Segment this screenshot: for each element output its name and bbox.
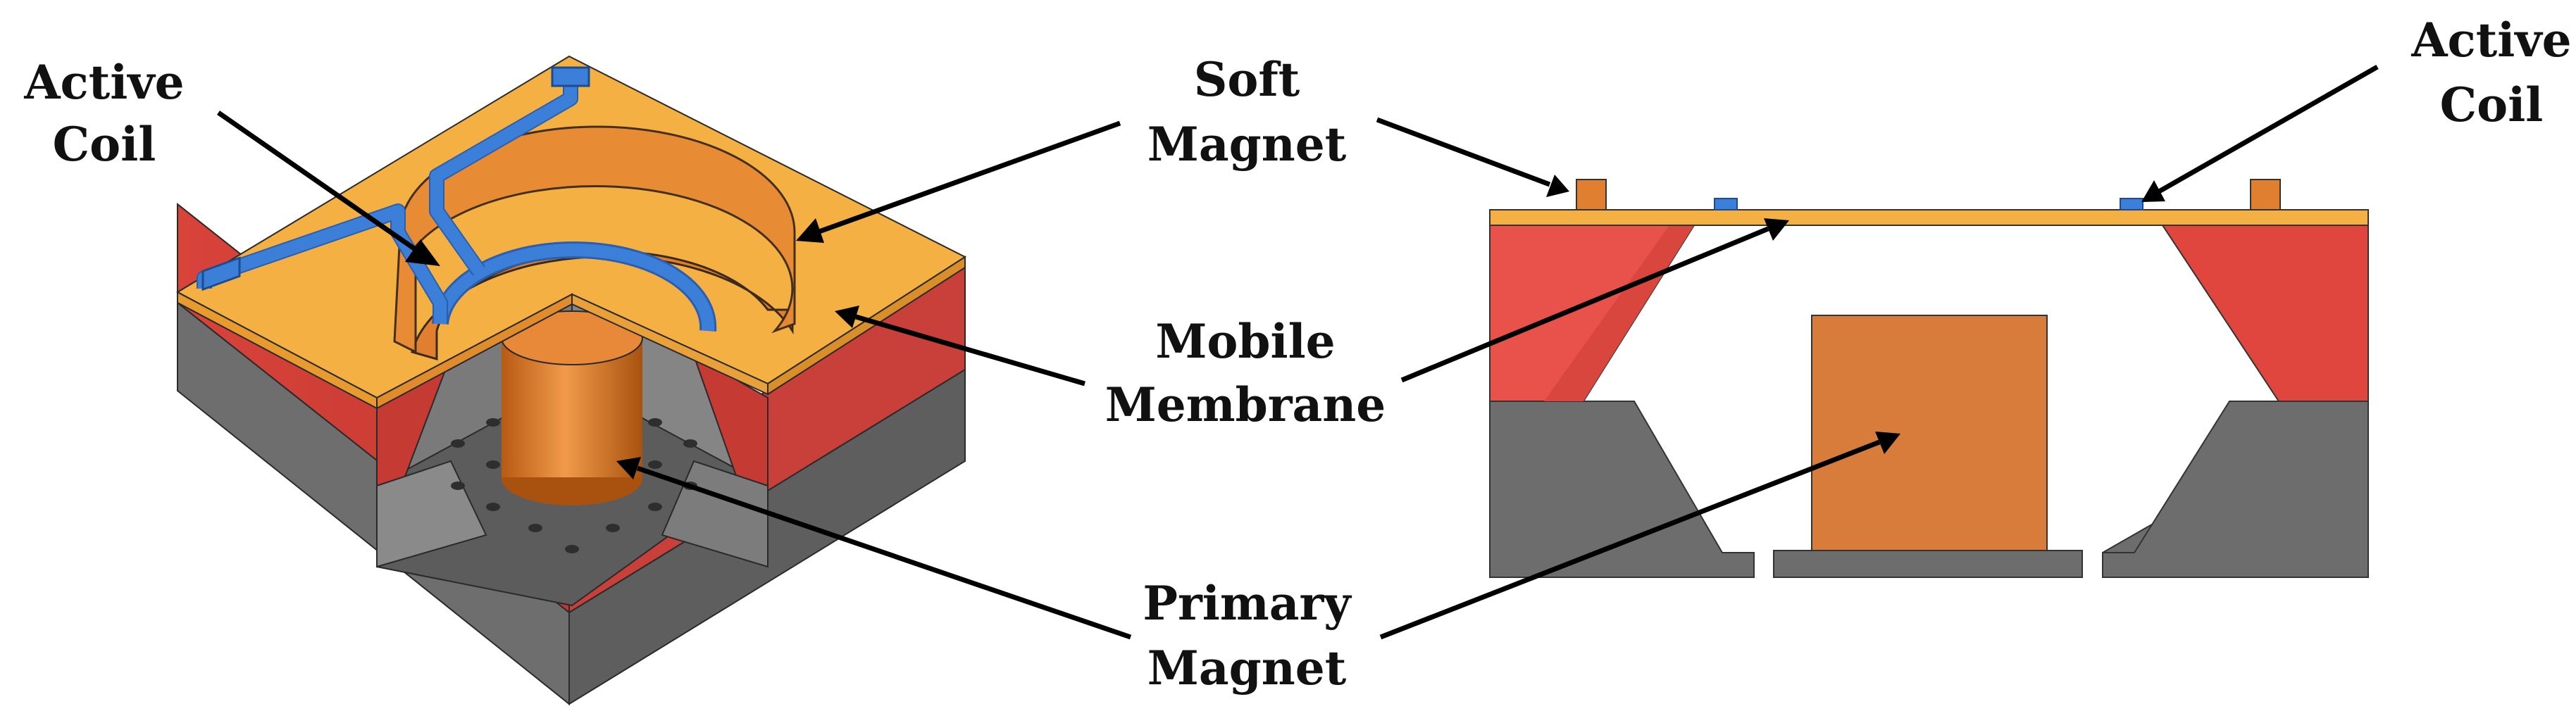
label-soft-magnet-line1: Soft [1194, 52, 1300, 107]
arrow-membrane-section [1400, 226, 1769, 383]
section-coil-right [2120, 198, 2143, 210]
label-active-coil-right-line2: Coil [2440, 77, 2544, 132]
section-gray-center [1773, 550, 2083, 578]
cross-section-view [1489, 179, 2369, 578]
arrow-membrane-3d [855, 314, 1085, 386]
iso-device-3d [175, 55, 967, 706]
label-mobile-membrane-line2: Membrane [1105, 377, 1386, 432]
arrow-active-coil-right [2158, 64, 2379, 194]
label-primary-magnet-line2: Magnet [1147, 641, 1347, 696]
section-gray-right-slope [2102, 401, 2369, 578]
label-primary-magnet-line1: Primary [1143, 576, 1352, 631]
leader-arrows [217, 64, 2379, 640]
label-primary-magnet: Primary Magnet [1143, 576, 1352, 696]
section-red-left-inner [1544, 225, 1694, 401]
label-active-coil-right: Active Coil [2410, 13, 2571, 132]
section-red-right [2161, 225, 2369, 402]
section-gray-left [1489, 401, 1755, 578]
label-active-coil-right-line1: Active [2410, 13, 2571, 68]
label-soft-magnet: Soft Magnet [1147, 52, 1347, 172]
label-active-coil-left: Active Coil [23, 55, 184, 172]
coil-pad-left [201, 256, 241, 291]
section-soft-magnet-right [2250, 179, 2281, 210]
section-primary-magnet [1811, 315, 2048, 551]
coil-pad-top [551, 66, 590, 87]
section-coil-left [1714, 198, 1738, 210]
section-soft-magnet-left [1576, 179, 1607, 210]
section-membrane [1489, 209, 2369, 226]
label-mobile-membrane: Mobile Membrane [1105, 314, 1386, 432]
label-active-coil-left-line1: Active [23, 55, 184, 110]
arrow-active-coil-left [217, 111, 423, 256]
label-soft-magnet-line2: Magnet [1147, 117, 1347, 172]
arrow-soft-magnet-section [1376, 117, 1551, 187]
label-mobile-membrane-line1: Mobile [1155, 314, 1335, 369]
arrow-primary-section [1379, 439, 1881, 640]
membrane-cut-edge-right [571, 293, 769, 396]
arrow-soft-magnet-3d [816, 120, 1121, 235]
arrow-primary-3d [636, 465, 1132, 640]
label-active-coil-left-line2: Coil [53, 117, 156, 172]
primary-magnet-cylinder [501, 310, 643, 505]
